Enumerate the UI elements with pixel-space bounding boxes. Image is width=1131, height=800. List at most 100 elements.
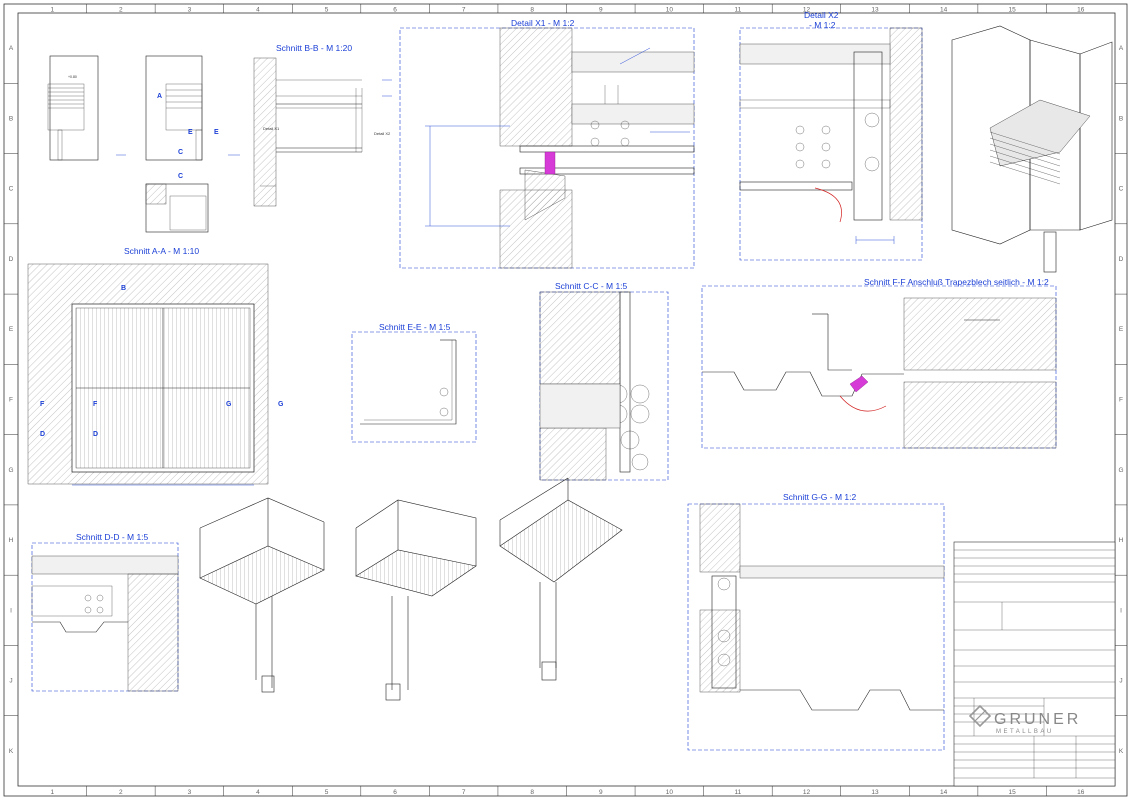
view-schnitt-gg: Schnitt G-G - M 1:2 bbox=[687, 492, 945, 751]
view-title-schnitt-aa: Schnitt A-A - M 1:10 bbox=[124, 246, 199, 256]
grid-column-top-13: 13 bbox=[871, 7, 879, 14]
section-marker-d-right: D bbox=[93, 431, 98, 438]
grid-column-bottom-10: 10 bbox=[666, 789, 674, 796]
section-marker-e-right: E bbox=[214, 129, 219, 136]
grid-column-bottom-8: 8 bbox=[530, 789, 534, 796]
section-marker-g-left: G bbox=[226, 401, 232, 408]
grid-column-top-14: 14 bbox=[940, 7, 948, 14]
grid-column-top-7: 7 bbox=[462, 7, 466, 14]
callout-detail-x1: Detail X1 bbox=[263, 126, 280, 131]
grid-column-top-4: 4 bbox=[256, 7, 260, 14]
grid-row-right-D: D bbox=[1119, 256, 1124, 263]
grid-column-bottom-11: 11 bbox=[735, 789, 742, 796]
grid-row-left-E: E bbox=[9, 326, 14, 333]
grid-row-left-I: I bbox=[10, 607, 12, 614]
bolt-group-x1 bbox=[590, 85, 630, 147]
section-marker-f-right: F bbox=[93, 401, 98, 408]
view-3d-corner bbox=[951, 25, 1113, 273]
view-schnitt-bb: Schnitt B-B - M 1:20 Detail X1 Detail X2 bbox=[253, 43, 392, 207]
grid-column-bottom-12: 12 bbox=[803, 789, 811, 796]
section-marker-b: B bbox=[121, 285, 126, 292]
grid-row-right-F: F bbox=[1119, 397, 1123, 404]
grid-row-left-G: G bbox=[8, 467, 13, 474]
title-block: GRUNER METALLBAU bbox=[953, 541, 1116, 787]
grid-column-top-8: 8 bbox=[530, 7, 534, 14]
grid-row-right-C: C bbox=[1119, 186, 1124, 193]
gruner-logo: GRUNER METALLBAU bbox=[968, 704, 1081, 735]
grid-column-top-9: 9 bbox=[599, 7, 603, 14]
grid-column-top-5: 5 bbox=[325, 7, 329, 14]
section-marker-g-right: G bbox=[278, 401, 284, 408]
grid-row-right-B: B bbox=[1119, 115, 1123, 122]
section-marker-c-lower: C bbox=[178, 173, 183, 180]
grid-column-top-15: 15 bbox=[1009, 7, 1017, 14]
grid-column-bottom-7: 7 bbox=[462, 789, 466, 796]
grid-row-left-K: K bbox=[9, 748, 14, 755]
view-elevation-middle: A E E C C bbox=[145, 55, 240, 180]
grid-column-bottom-6: 6 bbox=[393, 789, 397, 796]
section-marker-c-upper: C bbox=[178, 149, 183, 156]
view-title-schnitt-cc: Schnitt C-C - M 1:5 bbox=[555, 281, 628, 291]
grid-column-bottom-2: 2 bbox=[119, 789, 123, 796]
stair-stack-left bbox=[47, 83, 85, 161]
grid-column-bottom-1: 1 bbox=[50, 789, 54, 796]
grid-column-bottom-4: 4 bbox=[256, 789, 260, 796]
callout-detail-x2: Detail X2 bbox=[374, 131, 391, 136]
section-marker-e-left: E bbox=[188, 129, 193, 136]
bolt-group-x2 bbox=[795, 125, 831, 169]
title-block-table-lines bbox=[954, 549, 1115, 779]
grid-column-bottom-3: 3 bbox=[188, 789, 192, 796]
view-title-schnitt-ff: Schnitt F-F Anschluß Trapezblech seitlic… bbox=[864, 277, 1049, 287]
grid-column-top-6: 6 bbox=[393, 7, 397, 14]
view-schnitt-dd: Schnitt D-D - M 1:5 bbox=[31, 532, 179, 692]
grid-row-left-H: H bbox=[9, 537, 14, 544]
logo-subtitle: METALLBAU bbox=[996, 729, 1054, 735]
view-iso-platform-2 bbox=[355, 499, 477, 701]
grid-markers: 1122334455667788991010111112121313141415… bbox=[4, 4, 1127, 796]
grid-column-top-1: 1 bbox=[50, 7, 54, 14]
logo-wordmark: GRUNER bbox=[994, 711, 1081, 728]
grid-row-right-I: I bbox=[1120, 607, 1122, 614]
view-title-schnitt-ee: Schnitt E-E - M 1:5 bbox=[379, 322, 451, 332]
view-schnitt-ff: Schnitt F-F Anschluß Trapezblech seitlic… bbox=[701, 277, 1057, 449]
view-schnitt-cc: Schnitt C-C - M 1:5 bbox=[539, 281, 669, 481]
grid-row-right-A: A bbox=[1119, 45, 1124, 52]
grid-column-bottom-16: 16 bbox=[1077, 789, 1085, 796]
section-marker-f-left: F bbox=[40, 401, 45, 408]
view-schnitt-ee: Schnitt E-E - M 1:5 bbox=[351, 322, 477, 443]
grid-row-left-D: D bbox=[9, 256, 14, 263]
view-detail-x1: Detail X1 - M 1:2 bbox=[399, 18, 695, 269]
view-title-detail-x2-b: - M 1:2 bbox=[809, 20, 836, 30]
grid-column-bottom-5: 5 bbox=[325, 789, 329, 796]
view-schnitt-aa: Schnitt A-A - M 1:10 B F F G G D D bbox=[27, 246, 284, 486]
view-title-schnitt-bb: Schnitt B-B - M 1:20 bbox=[276, 43, 352, 53]
grid-column-bottom-15: 15 bbox=[1009, 789, 1017, 796]
grid-row-right-G: G bbox=[1118, 467, 1123, 474]
grid-row-right-H: H bbox=[1119, 537, 1124, 544]
grating-panel bbox=[75, 307, 251, 469]
grid-row-left-A: A bbox=[9, 45, 14, 52]
grid-row-left-F: F bbox=[9, 397, 13, 404]
grid-column-bottom-14: 14 bbox=[940, 789, 948, 796]
view-title-detail-x2-a: Detail X2 bbox=[804, 10, 839, 20]
grid-column-bottom-9: 9 bbox=[599, 789, 603, 796]
svg-text:+0.80: +0.80 bbox=[68, 75, 77, 79]
view-title-detail-x1: Detail X1 - M 1:2 bbox=[511, 18, 575, 28]
grid-column-top-16: 16 bbox=[1077, 7, 1085, 14]
grid-row-left-J: J bbox=[9, 678, 12, 685]
grid-row-right-K: K bbox=[1119, 748, 1124, 755]
view-iso-platform-3 bbox=[499, 477, 623, 681]
view-title-schnitt-dd: Schnitt D-D - M 1:5 bbox=[76, 532, 149, 542]
view-elevation-left: +0.80 bbox=[47, 55, 126, 161]
grid-column-top-2: 2 bbox=[119, 7, 123, 14]
view-iso-platform-1 bbox=[199, 497, 325, 693]
grid-row-left-B: B bbox=[9, 115, 13, 122]
grid-row-right-J: J bbox=[1119, 678, 1122, 685]
view-title-schnitt-gg: Schnitt G-G - M 1:2 bbox=[783, 492, 856, 502]
grid-column-top-10: 10 bbox=[666, 7, 674, 14]
grid-row-left-C: C bbox=[9, 186, 14, 193]
grid-row-right-E: E bbox=[1119, 326, 1124, 333]
grid-column-top-12: 12 bbox=[803, 7, 811, 14]
grid-column-top-3: 3 bbox=[188, 7, 192, 14]
